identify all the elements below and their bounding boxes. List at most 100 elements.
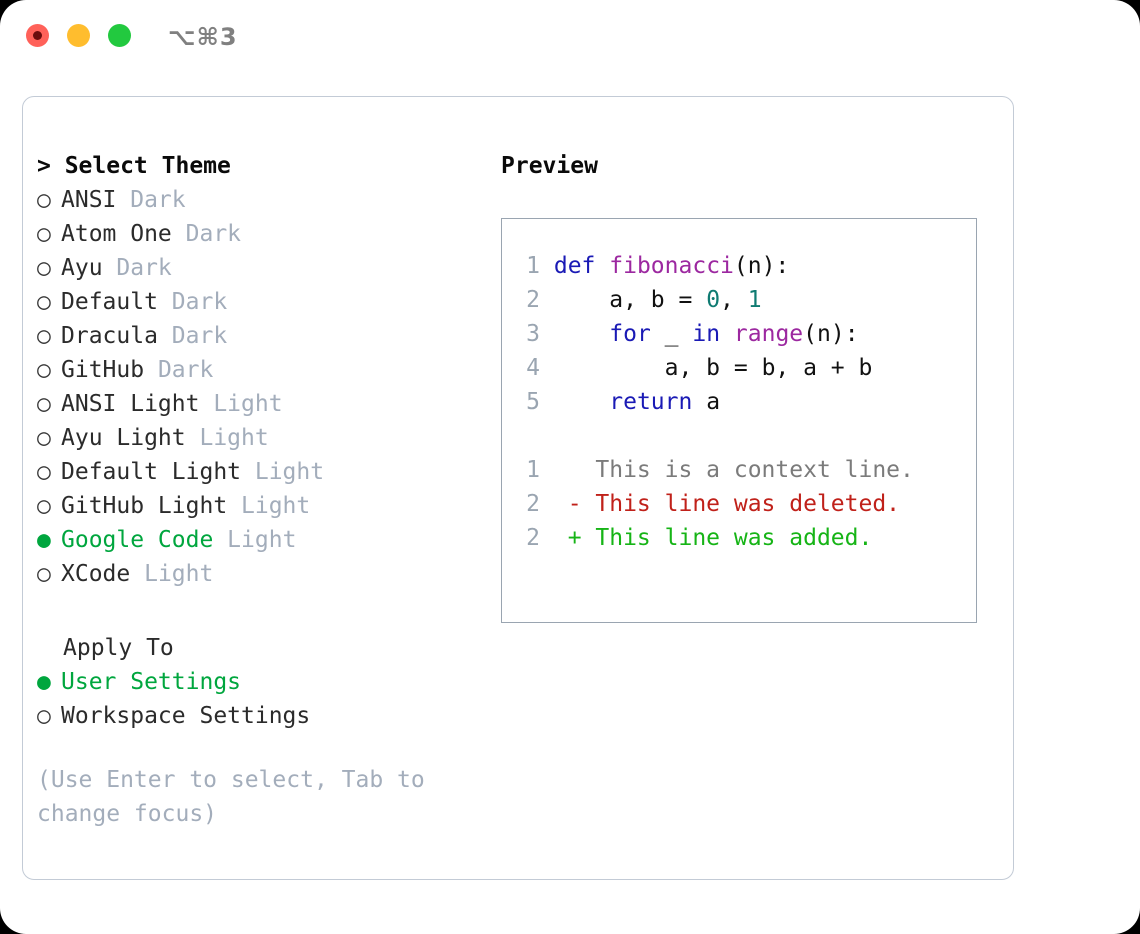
theme-option-google-code[interactable]: ●Google Code Light	[37, 523, 487, 557]
code-token: fibonacci	[609, 253, 734, 279]
keyboard-hint: (Use Enter to select, Tab to change focu…	[37, 767, 425, 827]
content-panel: > Select Theme ○ANSI Dark○Atom One Dark○…	[22, 96, 1014, 880]
code-token: 1	[747, 287, 762, 313]
code-token: a, b = b, a + b	[553, 355, 873, 381]
code-token: 0	[706, 287, 721, 313]
apply-to-option-label: User Settings	[61, 669, 242, 695]
code-token: a	[692, 389, 721, 415]
theme-option-variant: Light	[130, 561, 214, 587]
theme-option-label: GitHub Light	[61, 493, 228, 519]
line-number: 1	[526, 457, 540, 483]
radio-unselected-icon: ○	[37, 357, 51, 383]
radio-selected-icon: ●	[37, 669, 51, 695]
theme-option-variant: Light	[241, 459, 325, 485]
theme-list: ○ANSI Dark○Atom One Dark○Ayu Dark○Defaul…	[37, 183, 487, 591]
preview-title: Preview	[501, 153, 598, 179]
theme-option-variant: Light	[199, 391, 283, 417]
line-number: 3	[526, 321, 540, 347]
theme-option-variant: Dark	[144, 357, 214, 383]
apply-to-list: ● User Settings ○ Workspace Settings	[37, 665, 487, 733]
radio-unselected-icon: ○	[37, 221, 51, 247]
theme-option-label: Google Code	[61, 527, 214, 553]
diff-line: 2 + This line was added.	[516, 521, 976, 555]
code-token	[554, 389, 609, 415]
theme-option-ansi-light[interactable]: ○ ANSI Light Light	[37, 387, 487, 421]
theme-option-label: ANSI	[61, 187, 117, 213]
gutter-space	[540, 253, 554, 279]
code-line: 5 return a	[516, 385, 976, 419]
theme-option-label: ANSI Light	[61, 391, 200, 417]
theme-option-label: Dracula	[61, 323, 158, 349]
apply-to-option-user-settings[interactable]: ● User Settings	[37, 665, 487, 699]
theme-option-label: Default Light	[61, 459, 242, 485]
maximize-button[interactable]	[108, 24, 131, 47]
minimize-button[interactable]	[67, 24, 90, 47]
gutter-space	[540, 355, 554, 381]
close-button[interactable]	[26, 24, 49, 47]
theme-option-github[interactable]: ○ GitHub Dark	[37, 353, 487, 387]
title-bar: ⌥⌘3	[0, 0, 1140, 78]
code-diff-gap	[516, 419, 976, 453]
theme-option-variant: Dark	[171, 221, 242, 247]
diff-text: This is a context line.	[595, 457, 914, 483]
radio-unselected-icon: ○	[37, 703, 51, 729]
code-token: (n):	[803, 321, 859, 347]
theme-option-github-light[interactable]: ○GitHub Light Light	[37, 489, 487, 523]
apply-to-option-workspace-settings[interactable]: ○ Workspace Settings	[37, 699, 487, 733]
diff-text: This line was added.	[595, 525, 873, 551]
theme-option-label: Atom One	[61, 221, 172, 247]
gutter-space	[540, 287, 554, 313]
theme-option-label: Ayu	[61, 255, 103, 281]
line-number: 4	[526, 355, 540, 381]
code-token: ,	[720, 287, 748, 313]
line-number: 2	[526, 491, 540, 517]
gutter-space	[540, 321, 554, 347]
theme-option-ayu-light[interactable]: ○Ayu Light Light	[37, 421, 487, 455]
code-token: def	[553, 253, 596, 279]
theme-option-default-light[interactable]: ○ Default Light Light	[37, 455, 487, 489]
radio-unselected-icon: ○	[37, 187, 51, 213]
theme-option-variant: Light	[213, 527, 297, 553]
code-token: (n):	[733, 253, 790, 279]
theme-option-label: Ayu Light	[61, 425, 186, 451]
diff-line: 2 - This line was deleted.	[516, 487, 976, 521]
theme-option-xcode[interactable]: ○ XCode Light	[37, 557, 487, 591]
theme-option-ayu[interactable]: ○Ayu Dark	[37, 251, 487, 285]
radio-unselected-icon: ○	[37, 493, 51, 519]
traffic-light-buttons	[26, 24, 131, 47]
code-line: 1 def fibonacci(n):	[516, 249, 976, 283]
diff-marker	[540, 457, 595, 483]
diff-marker: -	[540, 491, 596, 517]
line-number: 2	[526, 287, 540, 313]
theme-option-default[interactable]: ○Default Dark	[37, 285, 487, 319]
theme-option-label: Default	[61, 289, 158, 315]
theme-picker-header: > Select Theme	[37, 153, 231, 179]
line-number: 5	[526, 389, 540, 415]
diff-line: 1 This is a context line.	[516, 453, 976, 487]
radio-unselected-icon: ○	[37, 561, 51, 587]
diff-marker: +	[540, 525, 596, 551]
theme-option-variant: Dark	[102, 255, 172, 281]
diff-sample: 1 This is a context line.2 - This line w…	[516, 453, 976, 555]
radio-unselected-icon: ○	[37, 323, 51, 349]
radio-unselected-icon: ○	[37, 459, 51, 485]
code-token	[720, 321, 734, 347]
theme-option-label: XCode	[61, 561, 131, 587]
line-number: 2	[526, 525, 540, 551]
code-token: return	[609, 389, 693, 415]
section-gap	[37, 591, 487, 631]
theme-option-dracula[interactable]: ○ Dracula Dark	[37, 319, 487, 353]
theme-option-variant: Dark	[157, 289, 228, 315]
code-token	[554, 321, 609, 347]
apply-to-label: Apply To	[63, 635, 174, 661]
theme-option-variant: Dark	[157, 323, 228, 349]
code-token: in	[692, 321, 721, 347]
radio-unselected-icon: ○	[37, 425, 51, 451]
radio-unselected-icon: ○	[37, 391, 51, 417]
apply-to-option-label: Workspace Settings	[61, 703, 311, 729]
theme-option-atom-one[interactable]: ○ Atom One Dark	[37, 217, 487, 251]
theme-option-label: GitHub	[61, 357, 145, 383]
theme-option-ansi[interactable]: ○ANSI Dark	[37, 183, 487, 217]
